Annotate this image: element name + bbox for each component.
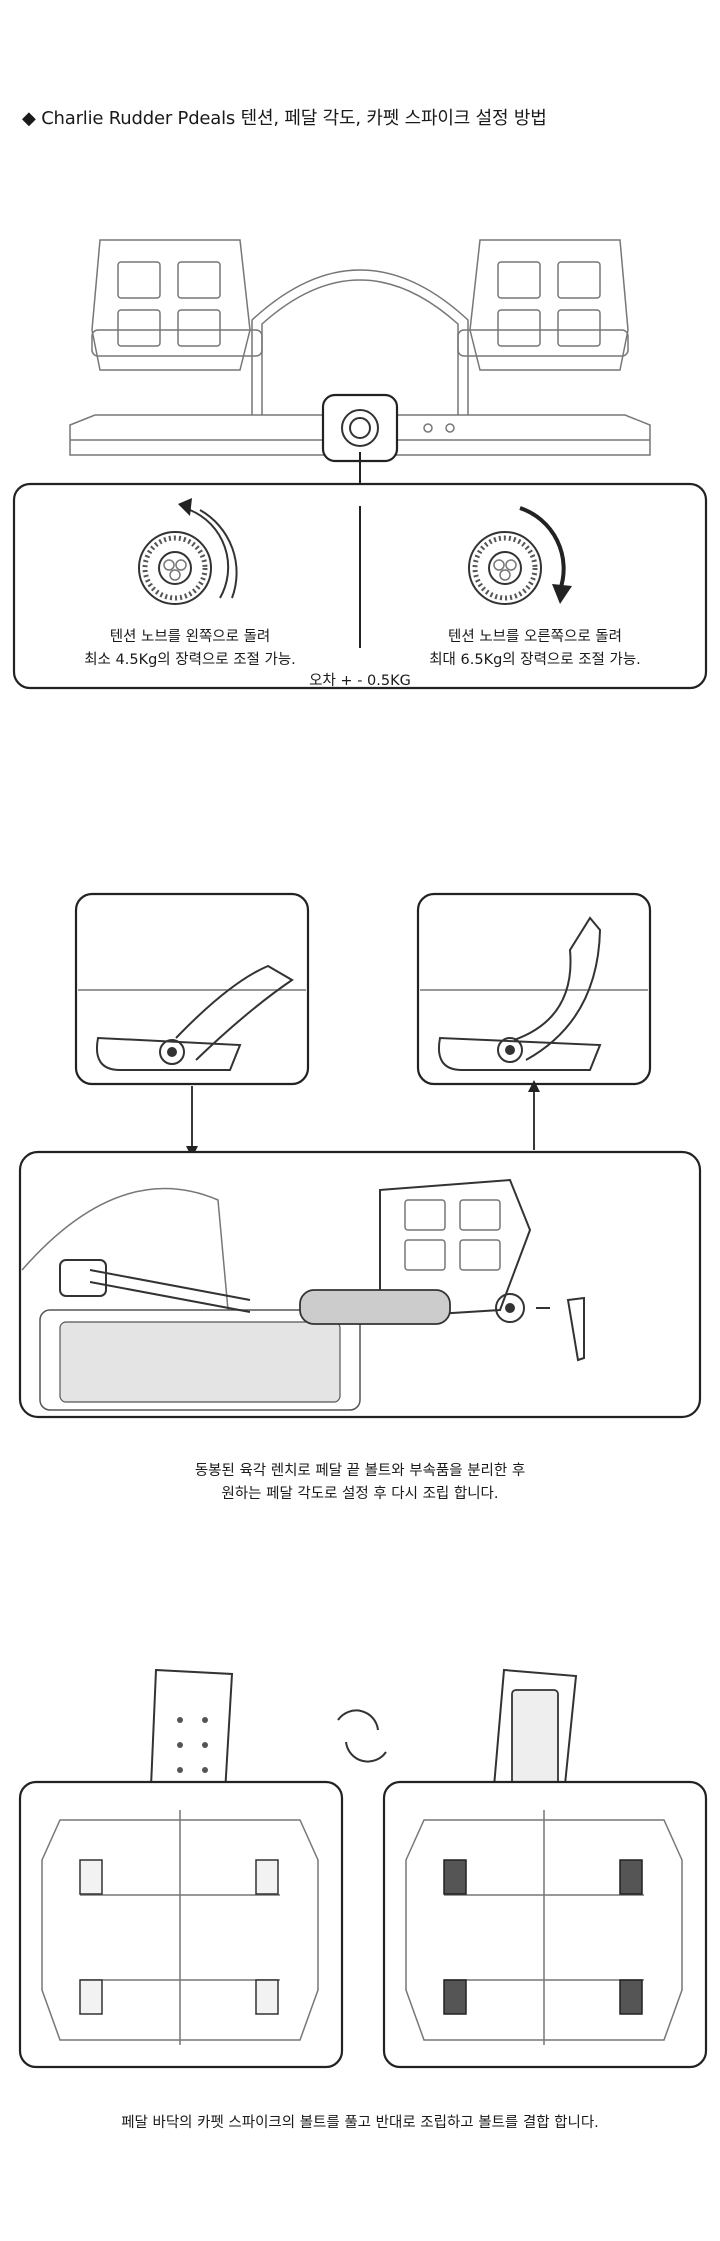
tension-right-line1: 텐션 노브를 오른쪽으로 돌려 — [448, 629, 622, 645]
tension-tolerance: 오차 + - 0.5KG — [309, 673, 411, 689]
knob-right-icon — [468, 506, 572, 605]
diamond-bullet-icon: ◆ — [22, 108, 36, 129]
tension-right-caption: 텐션 노브를 오른쪽으로 돌려 최대 6.5Kg의 장력으로 조절 가능. — [410, 626, 660, 672]
angle-line2: 원하는 페달 각도로 설정 후 다시 조립 합니다. — [221, 1486, 499, 1502]
heading-text: Charlie Rudder Pdeals 텐션, 페달 각도, 카펫 스파이크… — [41, 108, 547, 129]
tension-left-line1: 텐션 노브를 왼쪽으로 돌려 — [109, 629, 271, 645]
pedal-angle-illustration — [18, 892, 702, 1419]
angle-caption: 동봉된 육각 렌치로 페달 끝 볼트와 부속품을 분리한 후 원하는 페달 각도… — [60, 1460, 660, 1506]
tension-knob-panel — [12, 482, 708, 690]
angle-line1: 동봉된 육각 렌치로 페달 끝 볼트와 부속품을 분리한 후 — [194, 1463, 526, 1479]
rudder-pedal-device-illustration — [69, 239, 651, 490]
tension-right-line2: 최대 6.5Kg의 장력으로 조절 가능. — [429, 652, 641, 668]
page-heading: ◆ Charlie Rudder Pdeals 텐션, 페달 각도, 카펫 스파… — [22, 104, 547, 130]
tension-left-line2: 최소 4.5Kg의 장력으로 조절 가능. — [84, 652, 296, 668]
knob-left-icon — [138, 498, 238, 605]
tension-left-caption: 텐션 노브를 왼쪽으로 돌려 최소 4.5Kg의 장력으로 조절 가능. — [70, 626, 310, 672]
carpet-spike-illustration — [18, 1668, 708, 2069]
spike-caption: 페달 바닥의 카펫 스파이크의 볼트를 풀고 반대로 조립하고 볼트를 결합 합… — [121, 2115, 599, 2131]
